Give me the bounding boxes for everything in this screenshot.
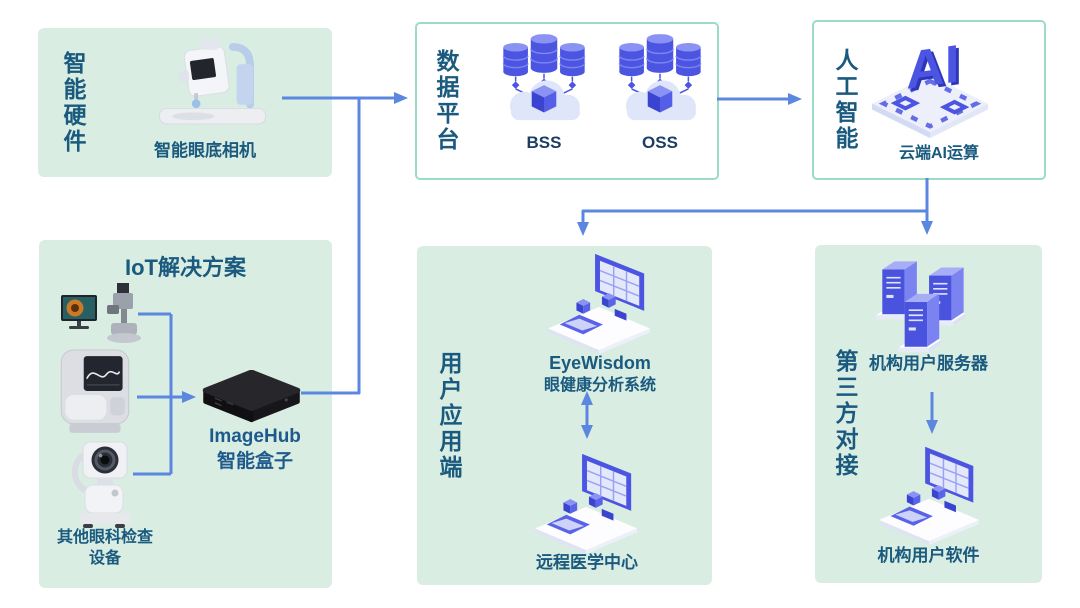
svg-text:AI: AI: [906, 34, 959, 100]
autorefractor-icon: [71, 440, 137, 532]
panel-data-platform: 数据平台 BSS OSS: [415, 22, 719, 180]
other-devices-label: 其他眼科检查 设备: [56, 529, 153, 567]
imagehub-box-icon: [201, 370, 303, 426]
database-cloud-icon: [502, 33, 586, 121]
imagehub-label: ImageHub 智能盒子: [209, 426, 301, 472]
remote-medical-label: 远程医学中心: [536, 553, 638, 572]
workstation-icon: [878, 446, 980, 545]
panel-title-data-platform: 数据平台: [433, 49, 459, 153]
panel-title-ai: 人工智能: [832, 48, 858, 152]
org-server-label: 机构用户服务器: [869, 354, 988, 373]
database-cloud-icon: [618, 33, 702, 121]
fundus-camera-label: 智能眼底相机: [154, 141, 256, 160]
panel-title-smart-hardware: 智能硬件: [60, 50, 86, 155]
panel-user-applications: 用户应用端 EyeWisdom 眼健康分析系统 远程医学中心: [417, 246, 712, 585]
oct-scanner-icon: [60, 349, 130, 434]
fundus-camera-icon: [148, 33, 278, 135]
workstation-icon: [534, 453, 638, 554]
oss-label: OSS: [642, 133, 678, 152]
ai-chip-icon: AI AI: [866, 34, 994, 142]
panel-title-third-party: 第三方对接: [832, 349, 858, 479]
panel-smart-hardware: 智能硬件 智能眼底相机: [38, 28, 332, 177]
svg-text:AI: AI: [909, 37, 962, 103]
arrow-ai-to-userapp: [577, 178, 929, 236]
panel-title-user-applications: 用户应用端: [436, 350, 462, 481]
panel-ai: 人工智能 AI AI 云端AI运算: [812, 20, 1046, 180]
bss-cluster: BSS: [492, 32, 596, 153]
cloud-ai-label: 云端AI运算: [898, 145, 979, 162]
workstation-icon: [547, 253, 651, 354]
oss-cluster: OSS: [608, 32, 712, 153]
slit-lamp-icon: [61, 283, 141, 343]
panel-iot-solution: IoT解决方案 其他眼科检查 设备 ImageHub 智能盒子: [39, 240, 332, 588]
panel-third-party: 第三方对接 机构用户服务器 机构用户软件: [815, 245, 1042, 583]
eyewisdom-label: EyeWisdom 眼健康分析系统: [543, 353, 656, 394]
panel-title-iot: IoT解决方案: [125, 255, 246, 280]
bss-label: BSS: [526, 133, 562, 152]
org-software-label: 机构用户软件: [877, 546, 980, 565]
server-rack-icon: [864, 245, 986, 355]
